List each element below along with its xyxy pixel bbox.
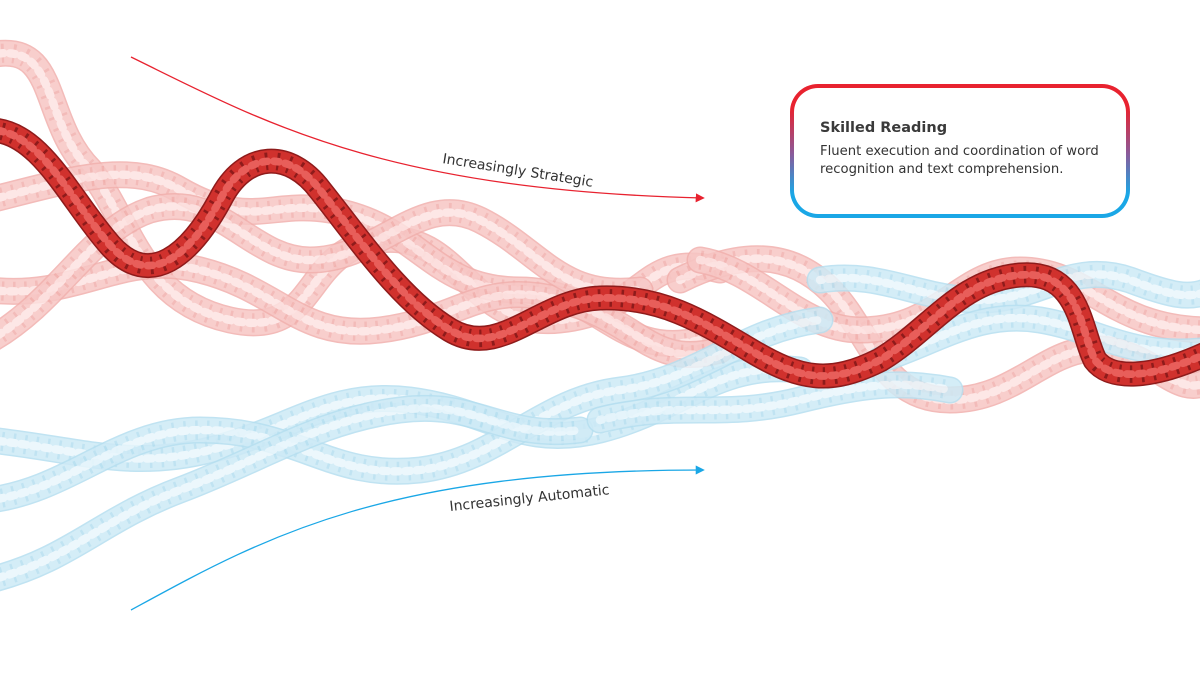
faded-blue-strand <box>806 260 1200 314</box>
callout-description: Fluent execution and coordination of wor… <box>820 144 1099 177</box>
skilled-reading-strand-layer <box>0 127 1200 380</box>
faded-blue-strand-layer <box>815 270 1200 305</box>
faded-blue-strand-layer <box>0 315 825 503</box>
faded-blue-strand-layer <box>0 404 585 582</box>
automatic-arrow-label: Increasingly Automatic <box>449 482 611 515</box>
faded-blue-strand <box>586 371 964 434</box>
faded-blue-strand <box>0 394 594 592</box>
strategic-arrow: Increasingly Strategic <box>130 56 705 203</box>
skilled-reading-strand <box>0 118 1200 389</box>
automatic-arrow: Increasingly Automatic <box>130 465 705 611</box>
faded-blue-strand-layer <box>595 380 955 425</box>
callout-body: Skilled Reading Fluent execution and coo… <box>794 88 1126 214</box>
callout-title: Skilled Reading <box>820 120 948 136</box>
automatic-arrow-line <box>130 465 705 611</box>
faded-blue-strand <box>0 306 834 513</box>
skilled-reading-rope <box>0 118 1200 389</box>
faded-blue-strand <box>866 304 1200 374</box>
faded-blue-strand-layer <box>875 313 1200 365</box>
strategic-arrow-line <box>130 56 705 203</box>
skilled-reading-callout: Skilled Reading Fluent execution and coo… <box>790 84 1130 218</box>
